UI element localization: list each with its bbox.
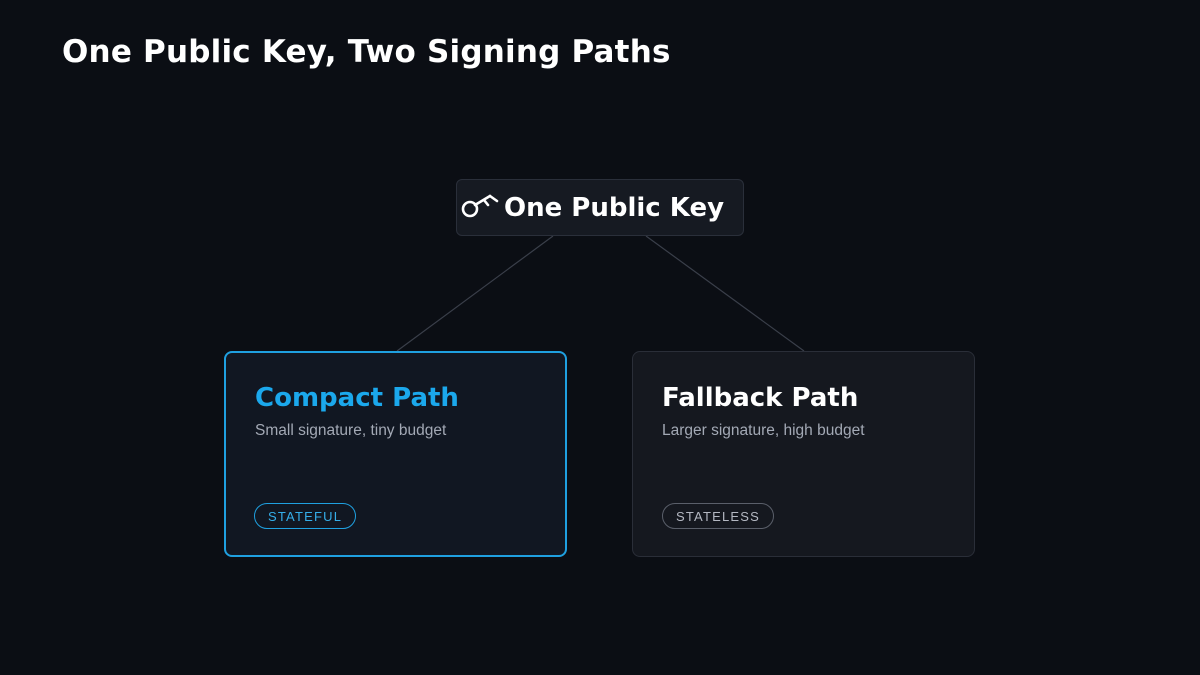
connector-to-fallback-path xyxy=(645,235,805,352)
compact-path-card: Compact Path Small signature, tiny budge… xyxy=(224,351,567,557)
compact-path-title: Compact Path xyxy=(255,383,459,413)
stateful-badge: STATEFUL xyxy=(254,503,357,529)
page-title: One Public Key, Two Signing Paths xyxy=(62,34,671,70)
fallback-path-card: Fallback Path Larger signature, high bud… xyxy=(632,351,975,557)
fallback-path-title: Fallback Path xyxy=(662,383,859,413)
connector-to-compact-path xyxy=(396,235,554,352)
compact-path-description: Small signature, tiny budget xyxy=(255,422,447,439)
public-key-label: One Public Key xyxy=(504,192,725,223)
stateless-badge: STATELESS xyxy=(662,503,775,529)
fallback-path-description: Larger signature, high budget xyxy=(662,422,865,439)
key-icon xyxy=(459,193,501,223)
public-key-node: One Public Key xyxy=(456,179,744,236)
